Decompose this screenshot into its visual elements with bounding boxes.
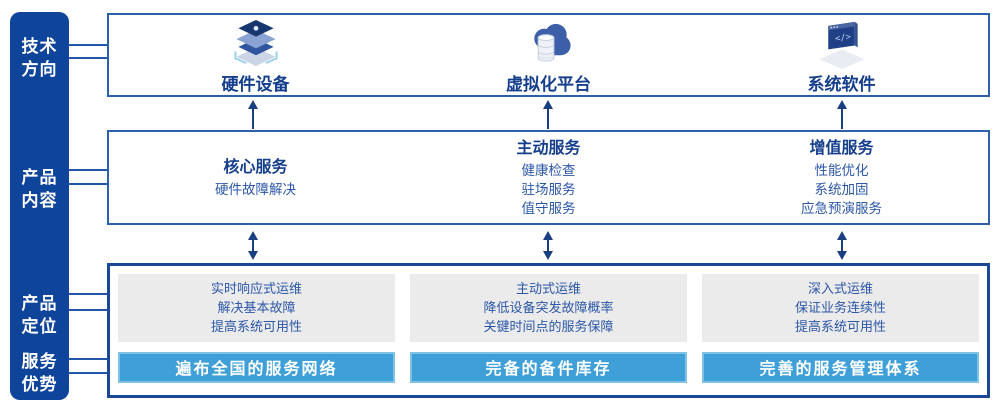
connector-line xyxy=(68,372,108,374)
connector-line xyxy=(68,309,108,311)
positioning-line: 解决基本故障 xyxy=(217,300,296,316)
arrow-double-vertical-icon xyxy=(247,231,259,260)
service-title: 增值服务 xyxy=(809,140,874,157)
sidebar-label-line: 产品 xyxy=(21,294,58,313)
positioning-line: 提高系统可用性 xyxy=(210,319,302,335)
product-content-box: 核心服务 硬件故障解决 主动服务 健康检查 驻场服务 值守服务 增值服务 性能优… xyxy=(107,130,990,225)
code-window-icon: </> xyxy=(818,21,865,69)
connector-line xyxy=(68,358,108,360)
service-col-value-added: 增值服务 性能优化 系统加固 应急预演服务 xyxy=(695,132,988,223)
advantage-bar: 遍布全国的服务网络 xyxy=(118,351,395,383)
service-item: 系统加固 xyxy=(814,182,869,197)
service-col-proactive: 主动服务 健康检查 驻场服务 值守服务 xyxy=(402,132,695,223)
sidebar-label-line: 方向 xyxy=(21,60,58,79)
positioning-col-proactive: 主动式运维 降低设备突发故障概率 关键时间点的服务保障 完备的备件库存 xyxy=(410,274,687,383)
positioning-advantage-box: 实时响应式运维 解决基本故障 提高系统可用性 遍布全国的服务网络 主动式运维 降… xyxy=(107,263,990,398)
positioning-line: 深入式运维 xyxy=(807,281,873,297)
server-stack-icon xyxy=(233,19,278,67)
service-item: 驻场服务 xyxy=(521,182,576,197)
positioning-card: 实时响应式运维 解决基本故障 提高系统可用性 xyxy=(118,274,395,342)
positioning-col-indepth: 深入式运维 保证业务连续性 提高系统可用性 完善的服务管理体系 xyxy=(702,274,979,383)
connector-line xyxy=(68,183,108,185)
arrow-double-vertical-icon xyxy=(836,231,848,260)
service-title: 核心服务 xyxy=(223,159,288,176)
sidebar-label-line: 产品 xyxy=(21,168,58,187)
tech-label-hardware: 硬件设备 xyxy=(221,75,290,94)
service-item: 性能优化 xyxy=(814,163,869,178)
service-title: 主动服务 xyxy=(516,140,581,157)
sidebar-label-line: 优势 xyxy=(21,375,58,394)
tech-col-system-software: </> 系统软件 xyxy=(695,15,988,95)
positioning-line: 关键时间点的服务保障 xyxy=(483,319,614,335)
advantage-bar: 完备的备件库存 xyxy=(410,351,687,383)
service-item: 硬件故障解决 xyxy=(215,182,296,197)
sidebar-label-line: 技术 xyxy=(21,37,58,56)
sidebar-label-line: 服务 xyxy=(21,352,58,371)
service-col-core: 核心服务 硬件故障解决 xyxy=(109,132,402,223)
cloud-database-icon xyxy=(533,23,571,62)
sidebar-item-tech-direction: 技术 方向 xyxy=(10,35,69,81)
category-sidebar: 技术 方向 产品 内容 产品 定位 服务 优势 xyxy=(10,12,69,400)
connector-line xyxy=(68,44,108,46)
service-item: 值守服务 xyxy=(521,201,576,216)
advantage-bar: 完善的服务管理体系 xyxy=(702,351,979,383)
sidebar-item-product-positioning: 产品 定位 xyxy=(10,292,69,338)
connector-line xyxy=(68,57,108,59)
arrow-up-icon xyxy=(836,100,848,129)
positioning-line: 实时响应式运维 xyxy=(210,281,302,297)
tech-label-virtualization: 虚拟化平台 xyxy=(506,75,591,94)
arrow-double-vertical-icon xyxy=(542,231,554,260)
sidebar-item-product-content: 产品 内容 xyxy=(10,166,69,212)
positioning-line: 降低设备突发故障概率 xyxy=(483,300,614,316)
tech-label-system-software: 系统软件 xyxy=(807,75,876,94)
tech-col-hardware: 硬件设备 xyxy=(109,15,402,95)
connector-line xyxy=(68,293,108,295)
tech-col-virtualization: 虚拟化平台 xyxy=(402,15,695,95)
service-item: 健康检查 xyxy=(521,163,576,178)
positioning-line: 保证业务连续性 xyxy=(794,300,886,316)
positioning-card: 主动式运维 降低设备突发故障概率 关键时间点的服务保障 xyxy=(410,274,687,342)
svg-text:</>: </> xyxy=(834,32,851,44)
positioning-line: 提高系统可用性 xyxy=(794,319,886,335)
arrow-up-icon xyxy=(247,100,259,129)
service-item: 应急预演服务 xyxy=(801,201,882,216)
positioning-col-realtime: 实时响应式运维 解决基本故障 提高系统可用性 遍布全国的服务网络 xyxy=(118,274,395,383)
tech-direction-box: 硬件设备 虚拟化平台 xyxy=(107,13,990,97)
sidebar-label-line: 内容 xyxy=(21,191,58,210)
sidebar-label-line: 定位 xyxy=(21,317,58,336)
sidebar-item-service-advantage: 服务 优势 xyxy=(10,350,69,396)
arrow-up-icon xyxy=(542,100,554,129)
positioning-line: 主动式运维 xyxy=(515,281,581,297)
connector-line xyxy=(68,169,108,171)
positioning-card: 深入式运维 保证业务连续性 提高系统可用性 xyxy=(702,274,979,342)
